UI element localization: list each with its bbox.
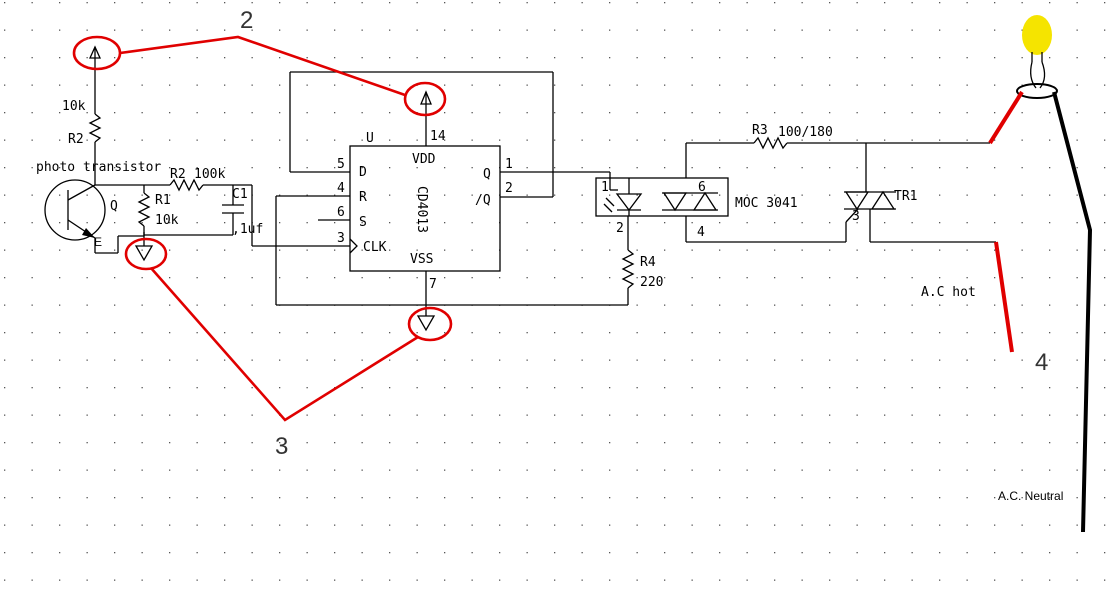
transistor-q-label: Q <box>110 199 118 214</box>
c1-value-label: ,1uf <box>232 222 263 237</box>
ac-neutral-label: A.C. Neutral <box>998 489 1063 503</box>
tr1-ref-label: TR1 <box>894 189 917 204</box>
ac-neutral-wire <box>1052 91 1093 533</box>
ic-r-label: R <box>359 190 367 205</box>
ic-cd4013 <box>318 120 553 305</box>
feedback-wires <box>252 71 628 306</box>
ground-symbol-ic <box>416 305 436 332</box>
ic-u-label: U <box>366 131 374 146</box>
r1-ref-label: R1 <box>155 193 171 208</box>
r2-100k-ref-label: R2 <box>170 167 186 182</box>
r4-value-label: 220 <box>640 275 663 290</box>
moc-pin4-label: 4 <box>697 225 705 240</box>
ic-qbar-label: /Q <box>475 193 491 208</box>
ic-vdd-label: VDD <box>412 152 436 167</box>
moc-pin1-label: 1 <box>601 180 609 195</box>
ic-pin4-label: 4 <box>337 181 345 196</box>
ic-q-label: Q <box>483 167 491 182</box>
annotation-2 <box>72 35 447 117</box>
moc-pin2-label: 2 <box>616 221 624 236</box>
ac-hot-wire <box>994 241 1014 353</box>
resistor-r1 <box>137 185 151 236</box>
optocoupler-moc3041 <box>595 143 729 250</box>
ic-pin1-label: 1 <box>505 157 513 172</box>
c1-ref-label: C1 <box>232 187 248 202</box>
annotation-number-4: 4 <box>1035 349 1048 376</box>
resistor-r2-100k <box>169 178 233 192</box>
resistor-r2 <box>88 68 102 185</box>
moc-pin6-label: 6 <box>698 180 706 195</box>
triac-tr1 <box>686 143 996 243</box>
r1-value-label: 10k <box>155 213 179 228</box>
r4-ref-label: R4 <box>640 255 656 270</box>
capacitor-c1 <box>144 184 253 246</box>
r3-ref-label: R3 <box>752 123 768 138</box>
ic-pin5-label: 5 <box>337 157 345 172</box>
moc-name-label: MOC 3041 <box>735 196 798 211</box>
annotation-number-2: 2 <box>240 7 253 34</box>
ic-d-label: D <box>359 165 367 180</box>
r3-value-label: 100/180 <box>778 125 833 140</box>
photo-transistor <box>44 179 144 254</box>
ic-pin14-label: 14 <box>430 129 446 144</box>
ic-pin6-label: 6 <box>337 205 345 220</box>
resistor-r4 <box>621 249 635 305</box>
ic-name-label: CD4013 <box>414 186 429 233</box>
vdd-symbol-left <box>88 45 102 68</box>
annotation-number-3: 3 <box>275 433 288 460</box>
hot-to-lamp-wire <box>988 90 1024 145</box>
ic-pin2-label: 2 <box>505 181 513 196</box>
r2-100k-value-label: 100k <box>194 167 225 182</box>
r2-value-label: 10k <box>62 99 86 114</box>
tr1-pin3-label: 3 <box>852 209 860 224</box>
transistor-e-label: E <box>94 235 102 249</box>
ac-hot-label: A.C hot <box>921 285 976 300</box>
ic-pin3-label: 3 <box>337 231 345 246</box>
resistor-r3 <box>686 136 990 150</box>
ic-clk-label: CLK <box>363 240 387 255</box>
ic-s-label: S <box>359 215 367 230</box>
ic-vss-label: VSS <box>410 252 433 267</box>
annotation-3 <box>124 237 453 422</box>
r2-ref-label: R2 <box>68 132 84 147</box>
photo-transistor-label: photo transistor <box>36 160 161 175</box>
lamp <box>1016 15 1058 99</box>
ic-pin7-label: 7 <box>429 277 437 292</box>
